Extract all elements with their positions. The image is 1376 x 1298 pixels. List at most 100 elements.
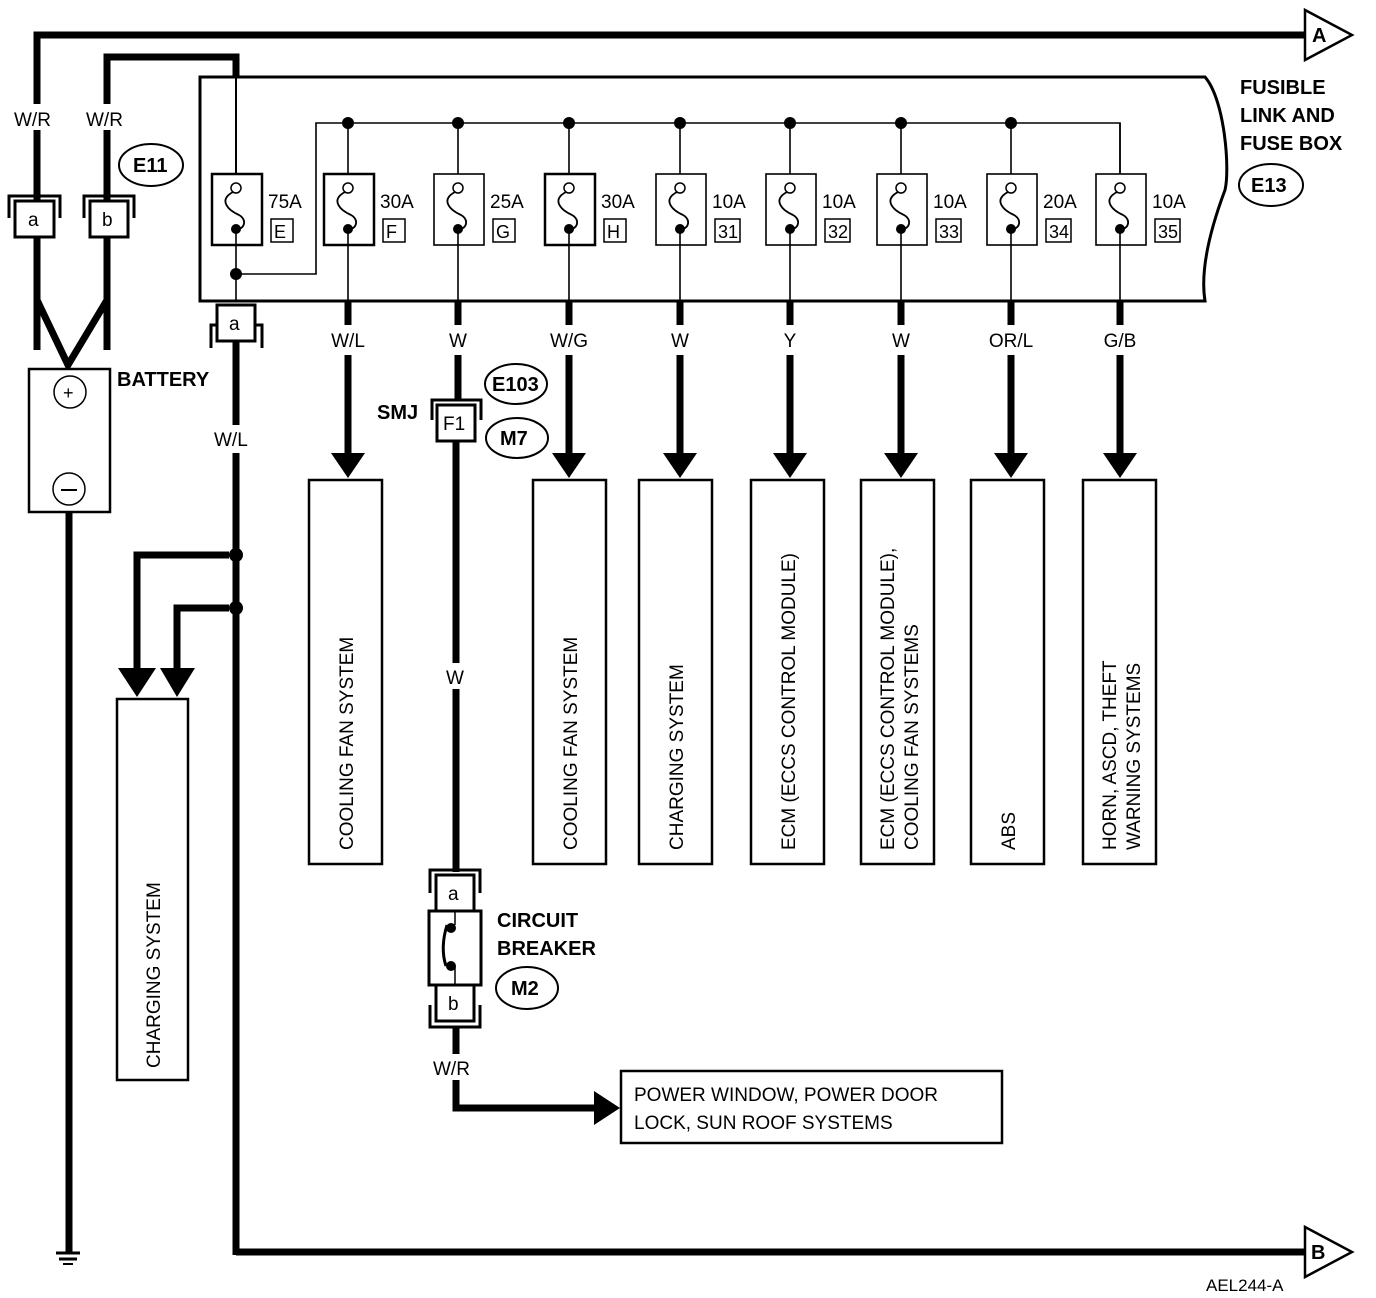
svg-text:a: a — [229, 314, 240, 335]
fuse-element-icon — [999, 191, 1021, 230]
svg-text:b: b — [102, 210, 113, 231]
fuse-id-label: H — [607, 222, 620, 242]
arrow-icon — [331, 453, 365, 478]
wire-label: W — [449, 331, 467, 352]
connector-b[interactable]: B — [1303, 1224, 1355, 1280]
circuit-breaker-pin-a: a — [448, 884, 459, 905]
fuse-box-title-line-1: FUSIBLE — [1240, 77, 1326, 99]
circuit-breaker-pin-b: b — [448, 994, 459, 1015]
fuse-list: 75AE30AFW/L25AGW30AHW/G10A31W10A32Y10A33… — [210, 123, 1186, 400]
arrow-icon — [1103, 453, 1137, 478]
load-label: COOLING FAN SYSTEM — [561, 637, 582, 850]
fuse-element-icon — [889, 191, 911, 230]
fuse-amp-label: 20A — [1043, 192, 1077, 213]
fuse-element-icon — [557, 191, 579, 230]
load-list: COOLING FAN SYSTEM COOLING FAN SYSTEM CHAR… — [307, 355, 1158, 866]
load-label: CHARGING SYSTEM — [667, 664, 688, 850]
fuse-amp-label: 30A — [601, 192, 635, 213]
fuse-amp-label: 75A — [268, 192, 302, 213]
wire-label: W/L — [331, 331, 365, 352]
fuse-id-label: E — [274, 222, 286, 242]
wire-label-wl-charging: W/L — [214, 430, 248, 451]
battery-connector-pin-a[interactable]: a — [7, 194, 62, 239]
svg-text:F1: F1 — [443, 414, 465, 435]
wire-label: W — [671, 331, 689, 352]
circuit-breaker-label-1: CIRCUIT — [497, 910, 578, 932]
arrow-icon — [884, 453, 918, 478]
load-label: ECM (ECCS CONTROL MODULE) — [779, 553, 800, 850]
battery-connector-pin-b[interactable]: b — [82, 194, 136, 239]
fuse-element-icon — [224, 191, 246, 230]
fuse-E[interactable]: 75A E — [210, 172, 302, 301]
diagram-code: AEL244-A — [1206, 1276, 1284, 1295]
fuse-box-title-line-2: LINK AND — [1240, 105, 1335, 127]
battery-label: BATTERY — [117, 369, 210, 391]
load-32[interactable]: ECM (ECCS CONTROL MODULE) — [749, 355, 826, 866]
svg-text:M2: M2 — [511, 978, 539, 1000]
load-33[interactable]: ECM (ECCS CONTROL MODULE),COOLING FAN SY… — [859, 355, 936, 866]
arrow-icon — [663, 453, 697, 478]
fuse-31[interactable]: 10A 31W — [655, 123, 746, 352]
load-F[interactable]: COOLING FAN SYSTEM — [307, 355, 384, 866]
fuse-id-label: 32 — [828, 222, 848, 242]
svg-text:POWER WINDOW, POWER DOOR: POWER WINDOW, POWER DOOR — [634, 1085, 938, 1106]
load-label: WARNING SYSTEMS — [1124, 663, 1145, 850]
arrow-icon — [118, 668, 156, 697]
fuse-amp-label: 10A — [822, 192, 856, 213]
circuit-breaker-label-2: BREAKER — [497, 938, 596, 960]
load-label: COOLING FAN SYSTEM — [337, 637, 358, 850]
svg-text:CHARGING SYSTEM: CHARGING SYSTEM — [144, 882, 165, 1068]
svg-text:M7: M7 — [500, 428, 528, 450]
wire-label-w-smj: W — [446, 668, 464, 689]
fuse-id-label: 31 — [718, 222, 738, 242]
fuse-id-label: G — [496, 222, 510, 242]
fuse-element-icon — [1108, 191, 1130, 230]
battery[interactable]: + — [27, 367, 112, 514]
connector-a-label: A — [1312, 25, 1326, 47]
fuse-H[interactable]: 30A H W/G — [543, 123, 635, 352]
load-box-charging-system-left[interactable]: CHARGING SYSTEM — [115, 697, 190, 1082]
load-31[interactable]: CHARGING SYSTEM — [637, 355, 714, 866]
load-H[interactable]: COOLING FAN SYSTEM — [531, 355, 608, 866]
svg-text:E13: E13 — [1251, 175, 1287, 197]
load-34[interactable]: ABS — [969, 355, 1046, 866]
smj-connector-f1[interactable]: F1 — [430, 398, 483, 443]
circuit-breaker[interactable]: a b — [427, 868, 483, 1029]
wire-label-wr-breaker: W/R — [433, 1059, 470, 1080]
fuse-32[interactable]: 10A 32Y — [765, 123, 856, 352]
arrow-icon — [773, 453, 807, 478]
fuse-id-label: F — [386, 222, 397, 242]
fuse-amp-label: 30A — [380, 192, 414, 213]
connector-b-label: B — [1311, 1242, 1325, 1264]
smj-label: SMJ — [377, 402, 418, 424]
connector-a[interactable]: A — [1303, 7, 1355, 63]
wire-label-wr-b: W/R — [86, 110, 123, 131]
ground-icon — [56, 1251, 80, 1265]
load-label: ECM (ECCS CONTROL MODULE), — [878, 548, 899, 850]
svg-text:a: a — [28, 210, 39, 231]
fuse-box-title-line-3: FUSE BOX — [1240, 133, 1343, 155]
connector-id-e13: E13 — [1238, 163, 1304, 207]
fuse-id-label: 34 — [1049, 222, 1069, 242]
arrow-icon — [552, 453, 586, 478]
fuse-amp-label: 10A — [712, 192, 746, 213]
connector-id-m7: M7 — [485, 417, 549, 459]
fuse-amp-label: 10A — [1152, 192, 1186, 213]
wire-label: Y — [784, 331, 797, 352]
wire-label: W/G — [550, 331, 588, 352]
battery-plus-icon: + — [63, 383, 74, 403]
load-label: COOLING FAN SYSTEMS — [902, 624, 923, 850]
svg-text:LOCK, SUN ROOF SYSTEMS: LOCK, SUN ROOF SYSTEMS — [634, 1113, 893, 1134]
fuse-element-icon — [778, 191, 800, 230]
fuse-F[interactable]: 30A F W/L — [322, 123, 414, 352]
fuse-amp-label: 10A — [933, 192, 967, 213]
load-box-power-window[interactable]: POWER WINDOW, POWER DOOR LOCK, SUN ROOF … — [619, 1069, 1004, 1145]
fuse-box-outline — [198, 75, 1229, 303]
